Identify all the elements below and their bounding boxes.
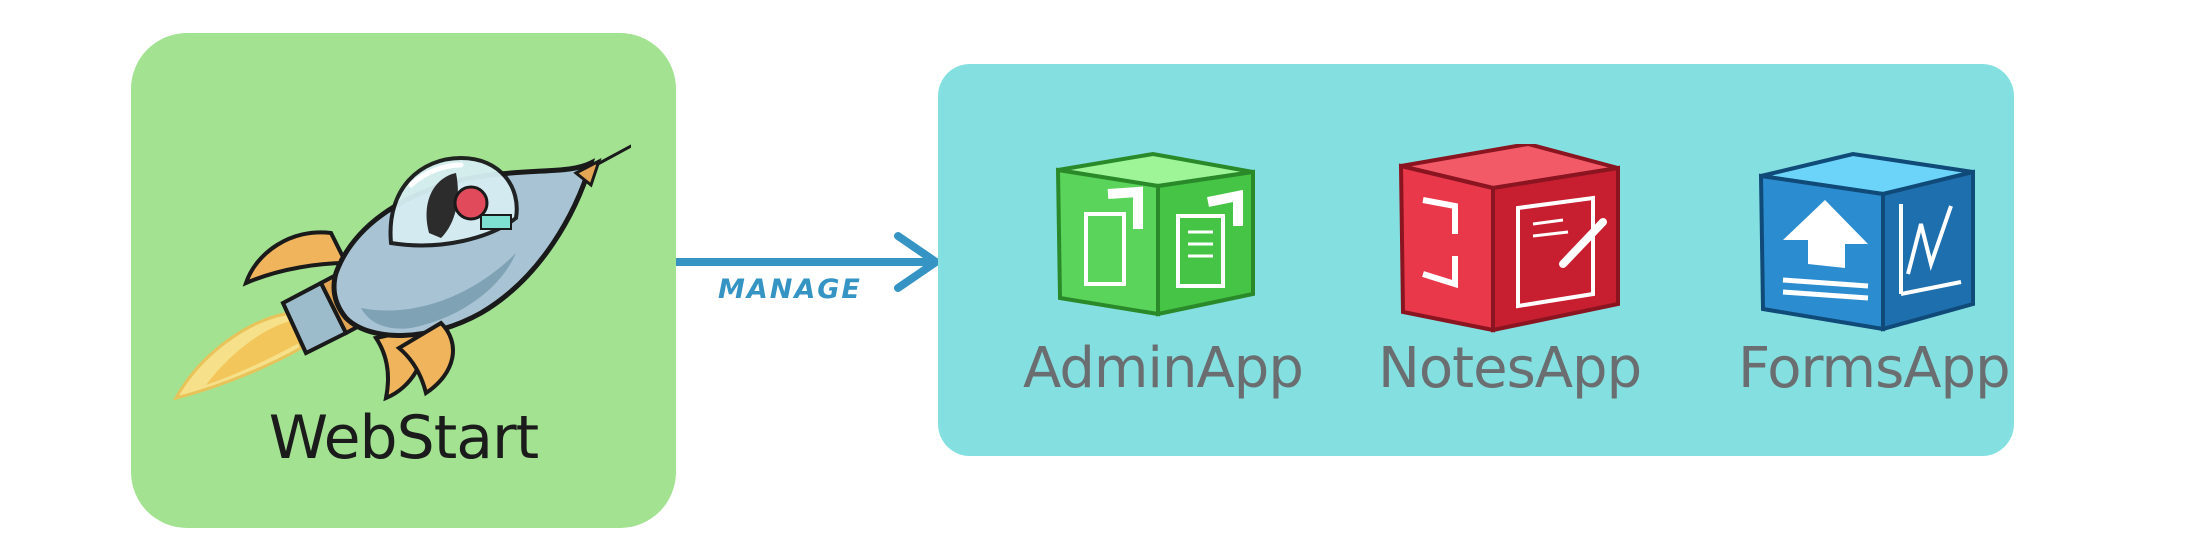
notes-app-node: NotesApp: [1378, 144, 1642, 404]
apps-group-node: AdminApp NotesApp FormsApp: [938, 64, 2014, 456]
notes-cube-icon: [1398, 144, 1620, 333]
notes-app-label: NotesApp: [1378, 336, 1642, 401]
webstart-label: WebStart: [268, 403, 539, 473]
admin-cube-icon: [1055, 151, 1255, 317]
forms-cube-icon: [1758, 151, 1975, 332]
rocket-icon: [173, 144, 631, 402]
manage-arrow: [676, 232, 940, 292]
manage-edge-label: MANAGE: [718, 274, 862, 305]
admin-app-node: AdminApp: [1023, 144, 1304, 404]
forms-app-node: FormsApp: [1738, 144, 2011, 404]
forms-app-label: FormsApp: [1738, 336, 2011, 401]
admin-app-label: AdminApp: [1023, 336, 1304, 401]
webstart-node: WebStart: [131, 33, 676, 528]
